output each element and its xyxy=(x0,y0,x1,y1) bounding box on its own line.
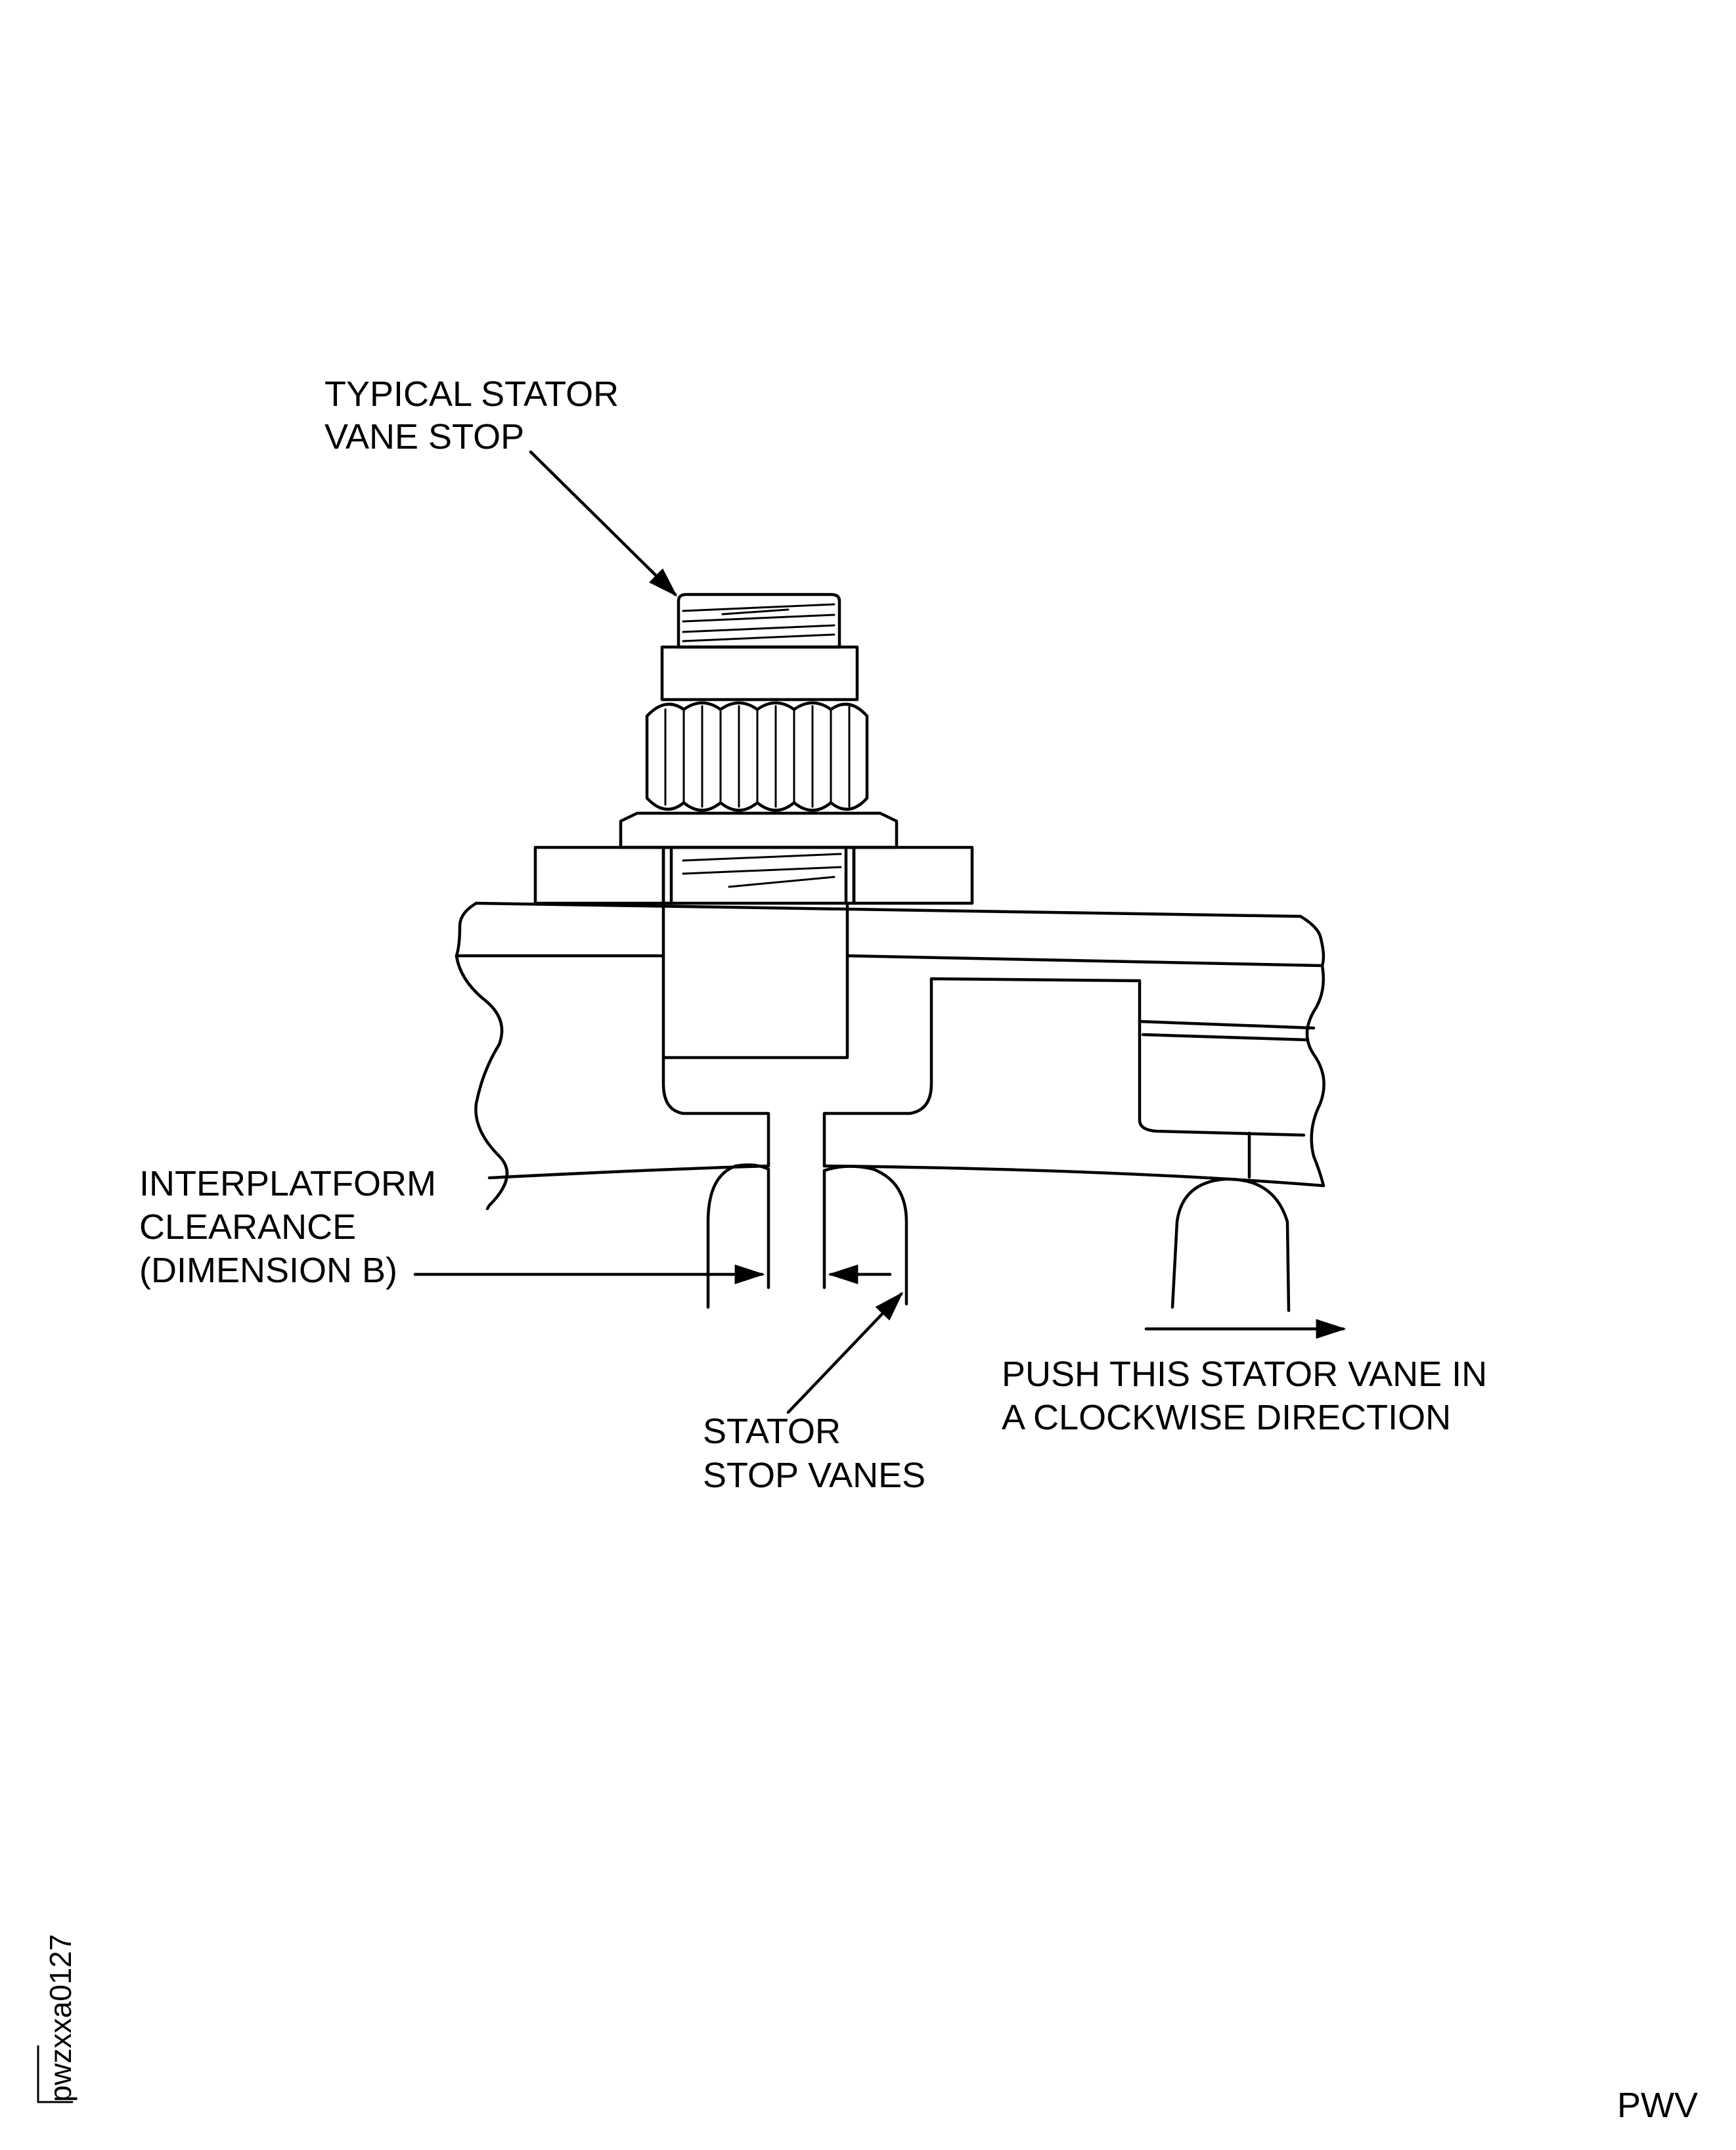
center-pocket xyxy=(661,901,849,1060)
figure-code: pwzxxa0127 xyxy=(37,1934,78,2103)
vane-stop-label-line1: TYPICAL STATOR xyxy=(324,374,619,414)
corner-mark: PWV xyxy=(1617,2086,1698,2125)
nut-flange xyxy=(619,811,899,849)
boss-block-right xyxy=(852,845,974,905)
interplatform-label-line2: CLEARANCE xyxy=(139,1207,356,1247)
push-label: PUSH THIS STATOR VANE IN A CLOCKWISE DIR… xyxy=(1002,1355,1487,1437)
boss-block-left xyxy=(533,845,665,905)
right-break-edge xyxy=(1305,964,1325,1188)
push-label-line1: PUSH THIS STATOR VANE IN xyxy=(1002,1355,1487,1394)
nut-flutes xyxy=(664,705,851,808)
figure-code-text: pwzxxa0127 xyxy=(43,1934,78,2102)
vane-right xyxy=(1170,1177,1291,1312)
stop-vanes-label: STATOR STOP VANES xyxy=(703,1412,925,1495)
stator-stop-vanes xyxy=(706,1163,1291,1312)
stop-vanes-leader xyxy=(786,1291,904,1414)
vane-stop-label: TYPICAL STATOR VANE STOP xyxy=(324,374,619,457)
nut-collar xyxy=(660,645,859,702)
vane-left xyxy=(706,1163,770,1309)
vane-stop-label-line2: VANE STOP xyxy=(324,417,524,457)
left-break-edge xyxy=(455,954,509,1211)
push-label-line2: A CLOCKWISE DIRECTION xyxy=(1002,1398,1451,1437)
stop-vanes-label-line2: STOP VANES xyxy=(703,1456,925,1495)
stud-thread-top xyxy=(677,593,841,649)
vane-stop-leader xyxy=(529,450,678,597)
interplatform-label-line1: INTERPLATFORM xyxy=(139,1164,436,1203)
vane-center xyxy=(822,1165,908,1306)
stud-shank xyxy=(661,845,856,905)
stop-vanes-label-line1: STATOR xyxy=(703,1412,841,1451)
interplatform-label: INTERPLATFORM CLEARANCE (DIMENSION B) xyxy=(139,1164,436,1290)
interplatform-label-line3: (DIMENSION B) xyxy=(139,1251,397,1290)
stator-case xyxy=(455,901,1325,1211)
vane-stop-assembly xyxy=(533,593,974,905)
thread-lines xyxy=(682,603,835,642)
